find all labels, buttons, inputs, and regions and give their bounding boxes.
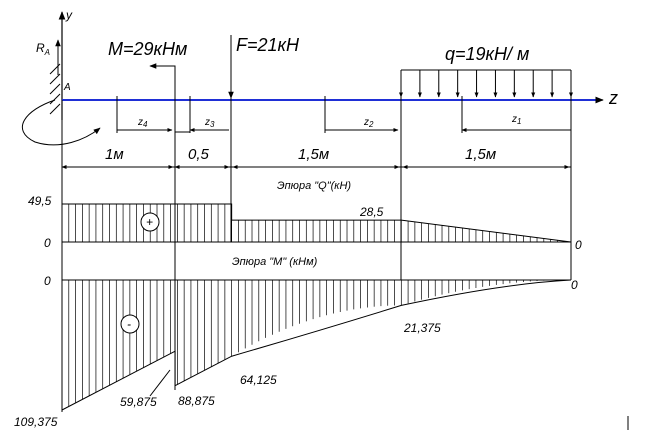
m-zero-right: 0 xyxy=(571,278,578,292)
y-axis-label: y xyxy=(65,8,73,22)
moment-diagram xyxy=(61,279,571,411)
reaction-label: RA xyxy=(36,41,50,57)
moment-load-label: M=29кНм xyxy=(108,39,187,59)
m-sign: - xyxy=(127,317,131,331)
m-value-4: 21,375 xyxy=(403,321,441,335)
m-leader-1 xyxy=(149,369,171,397)
force-load-label: F=21кН xyxy=(236,35,300,55)
m-value-0: 109,375 xyxy=(14,415,58,429)
span-4-label: 1,5м xyxy=(465,146,496,163)
q-caption: Эпюра "Q"(кН) xyxy=(277,180,351,192)
section-z2-label: z2 xyxy=(363,117,374,129)
q-sign-circle xyxy=(140,212,160,232)
m-value-2: 88,875 xyxy=(178,394,215,408)
section-markers xyxy=(116,96,571,133)
shear-diagram xyxy=(61,203,572,243)
q-outline xyxy=(61,203,572,243)
fixed-support xyxy=(49,60,63,120)
q-value-left: 49,5 xyxy=(28,194,52,208)
section-lines xyxy=(61,96,572,412)
m-zero-left: 0 xyxy=(44,274,51,288)
m-value-3: 64,125 xyxy=(240,373,277,387)
q-zero-left: 0 xyxy=(44,236,51,250)
q-zero-right: 0 xyxy=(575,238,582,252)
m-sign-circle xyxy=(120,314,140,334)
m-caption: Эпюра "М" (кНм) xyxy=(232,256,318,268)
section-z4-label: z4 xyxy=(137,117,148,129)
span-2-label: 0,5 xyxy=(188,146,210,163)
span-1-label: 1м xyxy=(105,146,124,163)
q-value-mid: 28,5 xyxy=(359,205,384,219)
distributed-load xyxy=(399,69,573,98)
point-a-label: A xyxy=(63,82,71,93)
m-outline xyxy=(61,279,571,411)
distributed-load-label: q=19кН/ м xyxy=(445,44,529,64)
reaction-moment-arrow xyxy=(22,99,101,146)
m-value-1: 59,875 xyxy=(120,395,157,409)
section-z1-label: z1 xyxy=(511,114,521,126)
q-sign: + xyxy=(146,215,153,229)
section-z3-label: z3 xyxy=(204,117,215,129)
z-axis-label: z xyxy=(608,88,618,108)
span-3-label: 1,5м xyxy=(298,146,329,163)
